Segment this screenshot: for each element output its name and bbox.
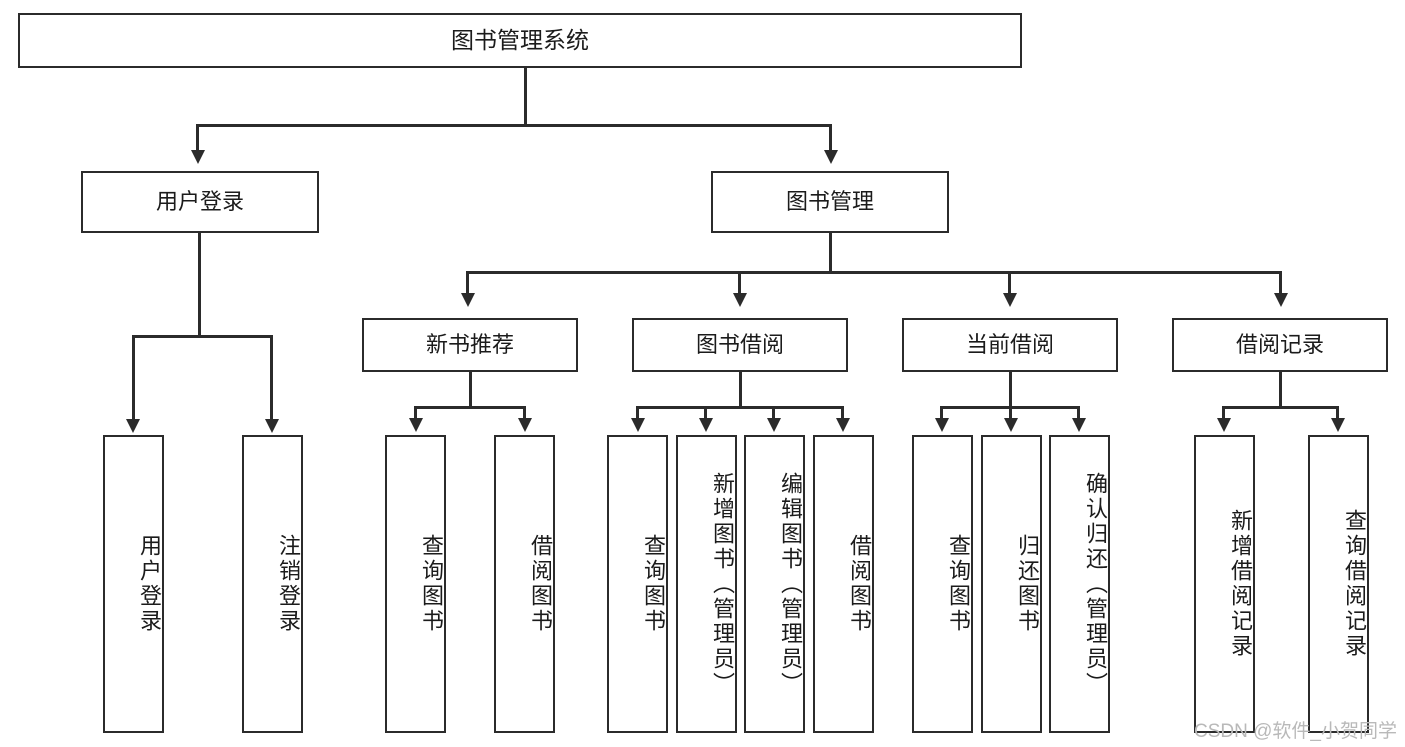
connector-record-stem <box>1279 372 1282 406</box>
connector-borrow-leaf4 <box>841 406 844 420</box>
node-label: 借阅图书 <box>528 534 553 634</box>
leaf-user-login[interactable]: 用户登录 <box>103 435 164 733</box>
leaf-borrow-add-book-admin[interactable]: 新增图书（管理员） <box>676 435 737 733</box>
leaf-recommend-borrow-book[interactable]: 借阅图书 <box>494 435 555 733</box>
arrowhead-current-leaf3 <box>1072 418 1086 432</box>
node-label: 查询图书 <box>419 534 444 634</box>
connector-current-leaf3 <box>1077 406 1080 420</box>
connector-login-bus <box>132 335 272 338</box>
arrowhead-bookmgmt-c1 <box>461 293 475 307</box>
arrowhead-login-leaf2 <box>265 419 279 433</box>
arrowhead-borrow-leaf1 <box>631 418 645 432</box>
connector-login-to-leaf2 <box>270 335 273 421</box>
leaf-recommend-query-book[interactable]: 查询图书 <box>385 435 446 733</box>
leaf-record-query-record[interactable]: 查询借阅记录 <box>1308 435 1369 733</box>
node-book-borrow[interactable]: 图书借阅 <box>632 318 848 372</box>
connector-root-bus <box>196 124 832 127</box>
node-label: 查询图书 <box>641 534 666 634</box>
connector-borrow-leaf1 <box>636 406 639 420</box>
arrowhead-bookmgmt-c4 <box>1274 293 1288 307</box>
node-label: 图书管理 <box>785 189 874 215</box>
node-label: 查询借阅记录 <box>1342 509 1367 659</box>
arrowhead-current-leaf1 <box>935 418 949 432</box>
connector-bookmgmt-to-c4 <box>1279 271 1282 295</box>
arrowhead-borrow-leaf3 <box>767 418 781 432</box>
connector-current-leaf2 <box>1009 406 1012 420</box>
node-label: 借阅图书 <box>847 534 872 634</box>
connector-recommend-leaf1 <box>414 406 417 420</box>
leaf-borrow-edit-book-admin[interactable]: 编辑图书（管理员） <box>744 435 805 733</box>
node-label: 借阅记录 <box>1235 332 1324 358</box>
node-label: 查询图书 <box>946 534 971 634</box>
node-user-login[interactable]: 用户登录 <box>81 171 319 233</box>
connector-bookmgmt-to-c1 <box>466 271 469 295</box>
node-label: 归还图书 <box>1015 534 1040 634</box>
connector-borrow-bus <box>636 406 844 409</box>
node-label: 图书管理系统 <box>451 26 589 53</box>
connector-root-stem <box>524 68 527 124</box>
arrowhead-borrow-leaf2 <box>699 418 713 432</box>
arrowhead-recommend-leaf2 <box>518 418 532 432</box>
leaf-current-return-book[interactable]: 归还图书 <box>981 435 1042 733</box>
arrowhead-record-leaf2 <box>1331 418 1345 432</box>
node-label: 注销登录 <box>276 534 301 634</box>
connector-borrow-leaf3 <box>772 406 775 420</box>
leaf-current-query-book[interactable]: 查询图书 <box>912 435 973 733</box>
arrowhead-login-leaf1 <box>126 419 140 433</box>
connector-recommend-stem <box>469 372 472 406</box>
connector-bookmgmt-to-c3 <box>1008 271 1011 295</box>
node-label: 用户登录 <box>137 534 162 634</box>
connector-bookmgmt-bus <box>466 271 1282 274</box>
connector-borrow-stem <box>739 372 742 406</box>
arrowhead-current-leaf2 <box>1004 418 1018 432</box>
arrowhead-borrow-leaf4 <box>836 418 850 432</box>
connector-bookmgmt-to-c2 <box>738 271 741 295</box>
node-root-system[interactable]: 图书管理系统 <box>18 13 1022 68</box>
connector-record-leaf2 <box>1336 406 1339 420</box>
node-book-management[interactable]: 图书管理 <box>711 171 949 233</box>
arrowhead-bookmgmt-c3 <box>1003 293 1017 307</box>
connector-borrow-leaf2 <box>704 406 707 420</box>
node-label: 图书借阅 <box>695 332 784 358</box>
leaf-record-add-record[interactable]: 新增借阅记录 <box>1194 435 1255 733</box>
arrowhead-record-leaf1 <box>1217 418 1231 432</box>
node-label: 新书推荐 <box>425 332 514 358</box>
arrowhead-root-to-bookmgmt <box>824 150 838 164</box>
node-label: 新增借阅记录 <box>1228 509 1253 659</box>
connector-current-stem <box>1009 372 1012 406</box>
leaf-current-confirm-return-admin[interactable]: 确认归还（管理员） <box>1049 435 1110 733</box>
node-label: 确认归还（管理员） <box>1083 471 1108 697</box>
connector-login-stem <box>198 233 201 335</box>
node-label: 编辑图书（管理员） <box>778 471 803 697</box>
node-label: 用户登录 <box>155 189 244 215</box>
leaf-borrow-query-book[interactable]: 查询图书 <box>607 435 668 733</box>
connector-root-to-login <box>196 124 199 152</box>
connector-record-bus <box>1222 406 1338 409</box>
connector-record-leaf1 <box>1222 406 1225 420</box>
node-borrow-record[interactable]: 借阅记录 <box>1172 318 1388 372</box>
connector-login-to-leaf1 <box>132 335 135 421</box>
arrowhead-root-to-login <box>191 150 205 164</box>
leaf-logout[interactable]: 注销登录 <box>242 435 303 733</box>
node-new-book-recommend[interactable]: 新书推荐 <box>362 318 578 372</box>
connector-root-to-bookmgmt <box>829 124 832 152</box>
connector-recommend-bus <box>414 406 526 409</box>
leaf-borrow-borrow-book[interactable]: 借阅图书 <box>813 435 874 733</box>
node-label: 当前借阅 <box>965 332 1054 358</box>
connector-bookmgmt-stem <box>829 233 832 271</box>
node-label: 新增图书（管理员） <box>710 471 735 697</box>
node-current-borrow[interactable]: 当前借阅 <box>902 318 1118 372</box>
connector-recommend-leaf2 <box>523 406 526 420</box>
arrowhead-bookmgmt-c2 <box>733 293 747 307</box>
connector-current-leaf1 <box>940 406 943 420</box>
arrowhead-recommend-leaf1 <box>409 418 423 432</box>
